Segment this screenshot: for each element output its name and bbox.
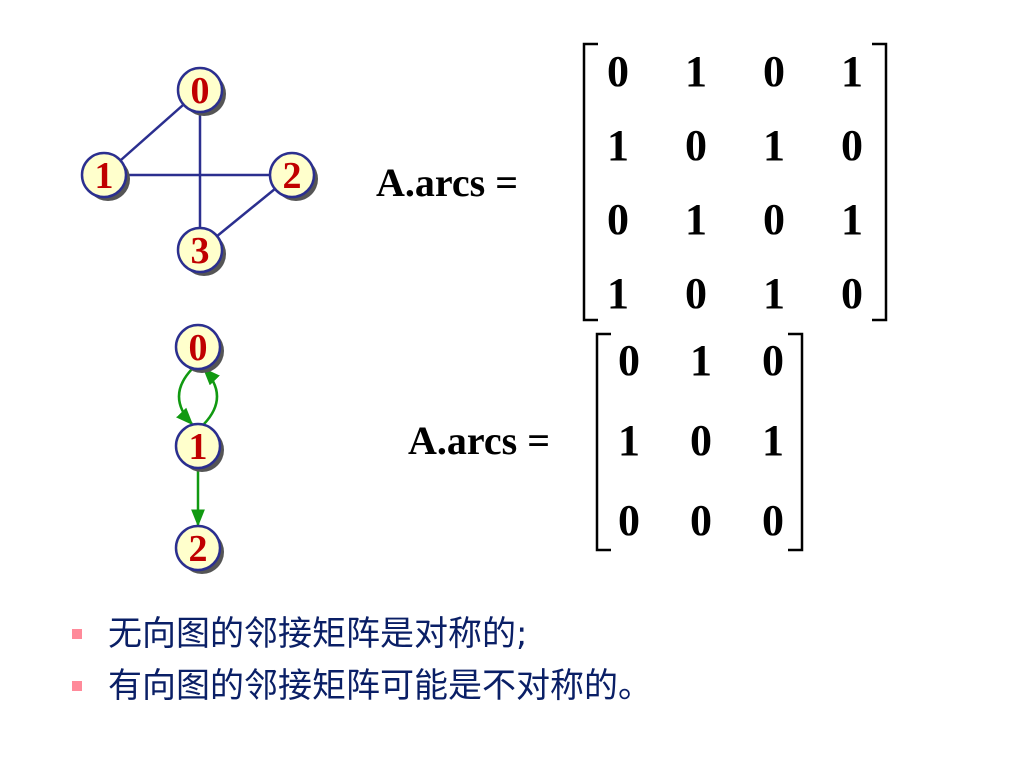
matrix-cell: 0 bbox=[618, 336, 640, 385]
matrix-cells: 0 1 0 1 1 0 1 0 0 1 0 1 1 0 1 0 bbox=[607, 47, 863, 318]
node-label: 1 bbox=[95, 155, 114, 197]
matrix-label: A.arcs = bbox=[408, 418, 550, 463]
node-label: 3 bbox=[191, 230, 210, 272]
matrix-cell: 1 bbox=[762, 416, 784, 465]
graph-node: 1 bbox=[174, 422, 224, 472]
matrix-cell: 1 bbox=[841, 47, 863, 96]
node-circle bbox=[176, 66, 224, 114]
square-bullet-icon bbox=[72, 681, 82, 691]
graph-node: 3 bbox=[176, 226, 226, 276]
directed-graph: 0 1 2 bbox=[174, 323, 224, 574]
matrix-cell: 1 bbox=[685, 47, 707, 96]
matrix-cells: 0 1 0 1 0 1 0 0 0 bbox=[618, 336, 784, 545]
matrix-cell: 1 bbox=[690, 336, 712, 385]
matrix-label: A.arcs = bbox=[376, 160, 518, 205]
graph-node: 0 bbox=[174, 323, 224, 373]
node-label: 0 bbox=[191, 70, 210, 112]
bullet-item: 有向图的邻接矩阵可能是不对称的。 bbox=[72, 660, 652, 712]
matrix-cell: 1 bbox=[763, 121, 785, 170]
matrix-cell: 1 bbox=[763, 269, 785, 318]
matrix-cell: 0 bbox=[762, 496, 784, 545]
matrix-cell: 0 bbox=[685, 121, 707, 170]
matrix-cell: 1 bbox=[618, 416, 640, 465]
adjacency-matrix-undirected: A.arcs = 0 1 0 1 1 0 1 0 0 1 0 1 1 0 1 0 bbox=[376, 42, 888, 322]
node-circle bbox=[268, 151, 316, 199]
node-circle bbox=[174, 323, 222, 371]
node-circle bbox=[174, 524, 222, 572]
directed-graph-edges bbox=[176, 367, 220, 527]
graph-node: 1 bbox=[80, 151, 130, 201]
left-bracket bbox=[595, 332, 611, 552]
node-circle bbox=[80, 151, 128, 199]
node-label: 0 bbox=[189, 327, 208, 369]
node-label: 2 bbox=[189, 528, 208, 570]
matrix-cell: 0 bbox=[841, 121, 863, 170]
bullet-list: 无向图的邻接矩阵是对称的; 有向图的邻接矩阵可能是不对称的。 bbox=[72, 608, 652, 712]
matrix-cell: 0 bbox=[690, 416, 712, 465]
graph-node: 2 bbox=[268, 151, 318, 201]
matrix-cell: 0 bbox=[763, 195, 785, 244]
matrix-cell: 1 bbox=[685, 195, 707, 244]
matrix-cell: 0 bbox=[762, 336, 784, 385]
matrix-cell: 0 bbox=[841, 269, 863, 318]
directed-edge bbox=[202, 367, 220, 425]
node-label: 2 bbox=[283, 155, 302, 197]
matrix-cell: 0 bbox=[685, 269, 707, 318]
matrix-cell: 1 bbox=[607, 269, 629, 318]
square-bullet-icon bbox=[72, 629, 82, 639]
bullet-text: 无向图的邻接矩阵是对称的; bbox=[108, 614, 528, 654]
matrix-cell: 0 bbox=[607, 195, 629, 244]
bullet-text: 有向图的邻接矩阵可能是不对称的。 bbox=[108, 666, 652, 706]
directed-edge bbox=[176, 368, 194, 426]
matrix-cell: 0 bbox=[690, 496, 712, 545]
undirected-graph: 0 1 2 3 bbox=[80, 66, 318, 276]
matrix-cell: 0 bbox=[618, 496, 640, 545]
matrix-cell: 0 bbox=[607, 47, 629, 96]
directed-graph-nodes: 0 1 2 bbox=[174, 323, 224, 574]
matrix-cell: 1 bbox=[607, 121, 629, 170]
matrix-cell: 1 bbox=[841, 195, 863, 244]
node-circle bbox=[174, 422, 222, 470]
left-bracket bbox=[582, 42, 598, 322]
graph-node: 0 bbox=[176, 66, 226, 116]
adjacency-matrix-directed: A.arcs = 0 1 0 1 0 1 0 0 0 bbox=[408, 332, 804, 552]
node-circle bbox=[176, 226, 224, 274]
undirected-graph-nodes: 0 1 2 3 bbox=[80, 66, 318, 276]
node-label: 1 bbox=[189, 426, 208, 468]
right-bracket bbox=[788, 332, 804, 552]
matrix-cell: 0 bbox=[763, 47, 785, 96]
graph-node: 2 bbox=[174, 524, 224, 574]
bullet-item: 无向图的邻接矩阵是对称的; bbox=[72, 608, 652, 660]
right-bracket bbox=[872, 42, 888, 322]
